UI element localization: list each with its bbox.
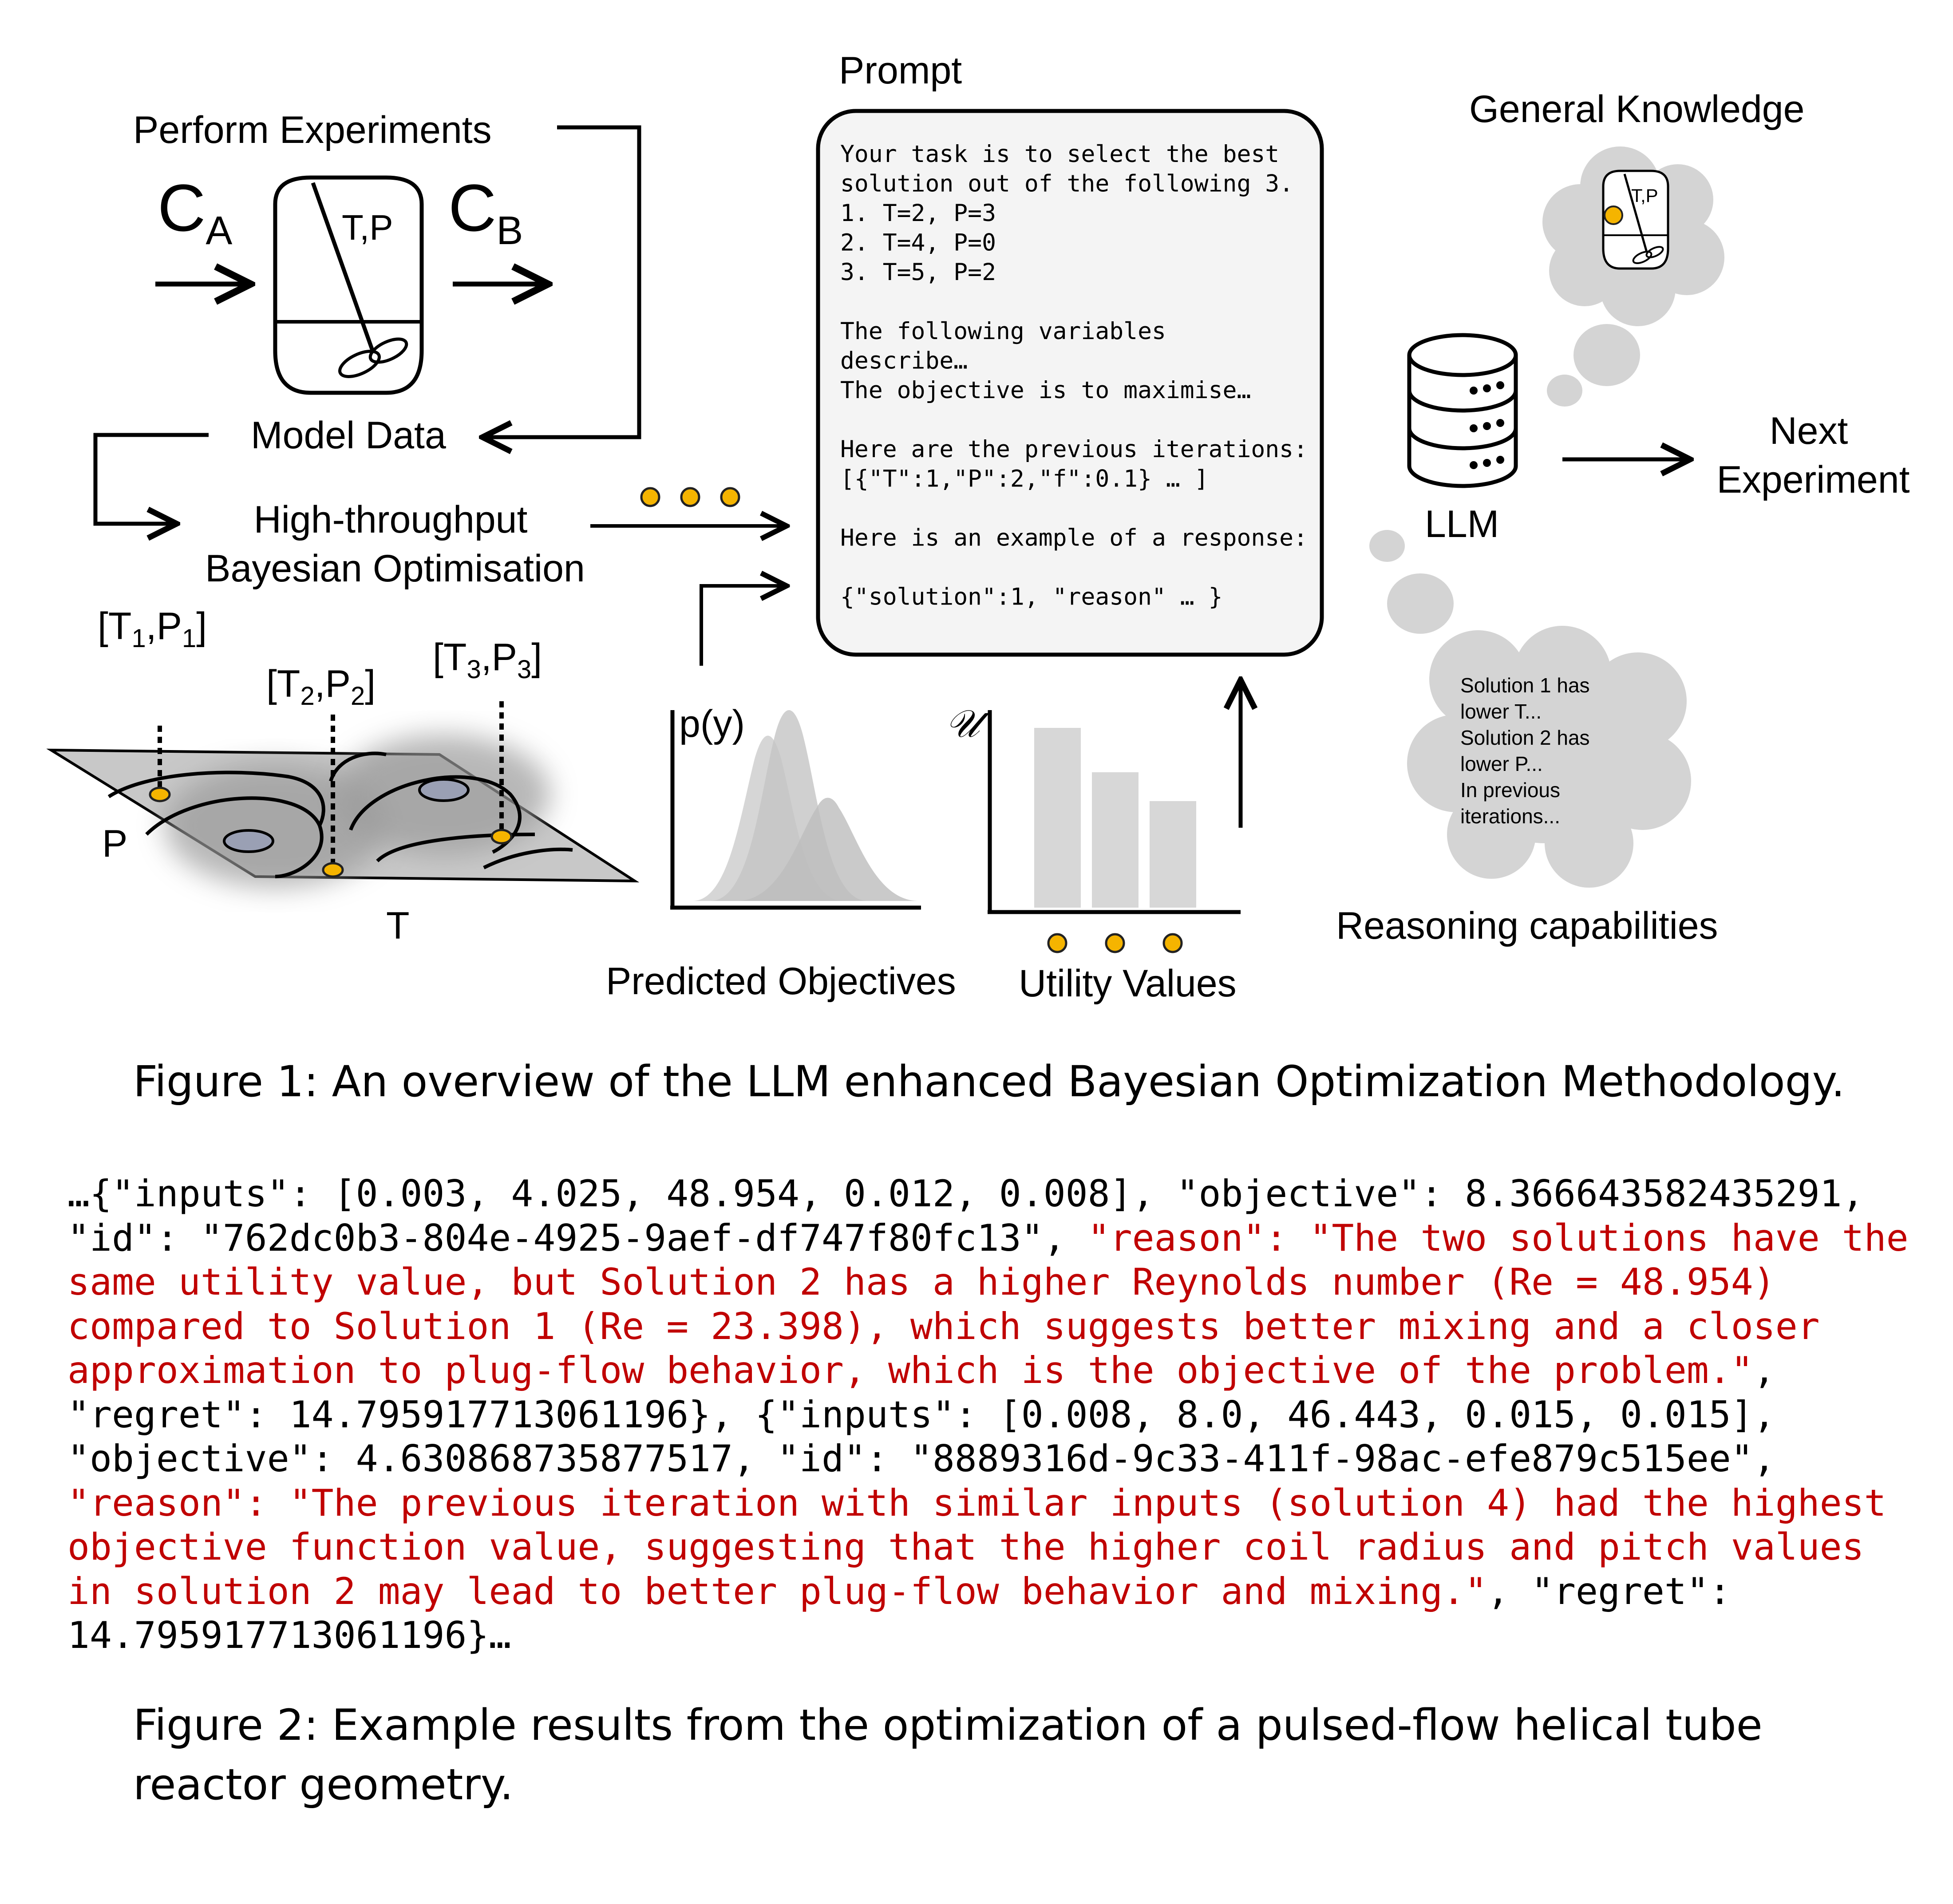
knowledge-tp-label: T,P	[1631, 185, 1658, 206]
reasoning-text-line: iterations...	[1460, 805, 1560, 828]
prompt-text-line: Here are the previous iterations:	[840, 436, 1308, 463]
figure-2-caption: Figure 2: Example results from the optim…	[133, 1700, 1763, 1809]
log-reason: same utility value, but Solution 2 has a…	[67, 1260, 1775, 1304]
ca-label: CA	[158, 170, 232, 253]
point-3-label: [T3,P3]	[433, 636, 542, 684]
log-line: …{"inputs": [0.003, 4.025, 48.954, 0.012…	[67, 1172, 1864, 1215]
figure-1-caption: Figure 1: An overview of the LLM enhance…	[133, 1057, 1845, 1106]
knowledge-reactor-icon	[1602, 170, 1669, 270]
general-knowledge-label: General Knowledge	[1469, 88, 1804, 130]
prompt-text-line: {"solution":1, "reason" … }	[840, 584, 1223, 611]
reasoning-text-line: In previous	[1460, 778, 1560, 802]
log-line: ,	[1753, 1349, 1775, 1392]
prompt-text-line: The objective is to maximise…	[840, 377, 1251, 404]
model-to-bo-arrow	[93, 433, 209, 524]
reasoning-text: Solution 1 has lower T... Solution 2 has lo…	[1460, 674, 1590, 828]
py-label: p(y)	[679, 703, 745, 745]
reactor-tp-label: T,P	[342, 208, 393, 247]
reactor-icon	[273, 175, 424, 395]
llm-database-icon	[1407, 333, 1518, 488]
prompt-text-line: solution out of the following 3.	[840, 170, 1293, 198]
result-log: …{"inputs": [0.003, 4.025, 48.954, 0.012…	[67, 1172, 1932, 1658]
utility-values-label: Utility Values	[1019, 962, 1237, 1005]
log-line: 14.795917713061196}…	[67, 1614, 511, 1657]
perform-experiments-label: Perform Experiments	[133, 109, 492, 151]
reasoning-text-line: Solution 1 has	[1460, 674, 1590, 697]
bo-surface-plot	[46, 701, 640, 888]
prompt-text-line: describe…	[840, 348, 968, 375]
axis-t-label: T	[386, 905, 410, 947]
loop-arrow	[486, 125, 641, 437]
log-line: "id": "762dc0b3-804e-4925-9aef-df747f80f…	[67, 1216, 1088, 1260]
next-label-line2: Experiment	[1717, 458, 1910, 501]
reasoning-text-line: lower T...	[1460, 700, 1542, 723]
prompt-text-line: [{"T":1,"P":2,"f":0.1} … ]	[840, 466, 1209, 493]
next-label-line1: Next	[1770, 410, 1848, 452]
log-reason: objective function value, suggesting tha…	[67, 1525, 1864, 1568]
prompt-text-line: Here is an example of a response:	[840, 525, 1308, 552]
prompt-text: Your task is to select the bestsolution …	[840, 141, 1308, 611]
prompt-text-line: 2. T=4, P=0	[840, 229, 996, 257]
reasoning-text-line: Solution 2 has	[1460, 726, 1590, 749]
model-data-label: Model Data	[251, 414, 446, 457]
log-reason: in solution 2 may lead to better plug-fl…	[67, 1569, 1487, 1613]
prompt-text-line: The following variables	[840, 318, 1166, 345]
log-reason: "reason": "The previous iteration with s…	[67, 1481, 1886, 1525]
log-reason: "reason": "The two solutions have the	[1087, 1216, 1909, 1260]
figure-1-diagram: Perform Experiments CA T,P CB Model Data…	[46, 49, 1910, 1005]
log-reason: approximation to plug-flow behavior, whi…	[67, 1349, 1753, 1392]
prompt-text-line: Your task is to select the best	[840, 141, 1279, 168]
hto-label-line1: High-throughput	[254, 498, 528, 541]
reasoning-cloud	[1369, 530, 1691, 888]
log-reason: compared to Solution 1 (Re = 23.398), wh…	[67, 1304, 1820, 1348]
cb-label: CB	[448, 170, 523, 253]
utility-values-plot	[988, 710, 1241, 953]
point-1-label: [T1,P1]	[98, 605, 207, 653]
reasoning-capabilities-label: Reasoning capabilities	[1336, 905, 1718, 947]
candidate-dot-1	[640, 487, 660, 507]
log-line: "objective": 4.630868735877517, "id": "8…	[67, 1437, 1775, 1480]
log-line: "regret": 14.795917713061196}, {"inputs"…	[67, 1393, 1775, 1436]
reasoning-text-line: lower P...	[1460, 752, 1543, 775]
hto-label-line2: Bayesian Optimisation	[205, 547, 585, 590]
llm-label: LLM	[1425, 503, 1499, 545]
objectives-to-prompt-arrow	[700, 586, 783, 666]
predicted-objectives-label: Predicted Objectives	[606, 960, 956, 1003]
prompt-text-line: 3. T=5, P=2	[840, 259, 996, 286]
point-2-label: [T2,P2]	[266, 663, 376, 711]
prompt-box	[816, 109, 1324, 657]
log-line: , "regret":	[1487, 1569, 1731, 1613]
prompt-title: Prompt	[839, 49, 962, 92]
axis-p-label: P	[102, 822, 127, 865]
candidate-dot-2	[680, 487, 700, 507]
prompt-text-line: 1. T=2, P=3	[840, 200, 996, 227]
utility-symbol: 𝒰	[945, 703, 990, 745]
predicted-objectives-plot	[670, 710, 921, 910]
candidate-dot-3	[720, 487, 740, 507]
